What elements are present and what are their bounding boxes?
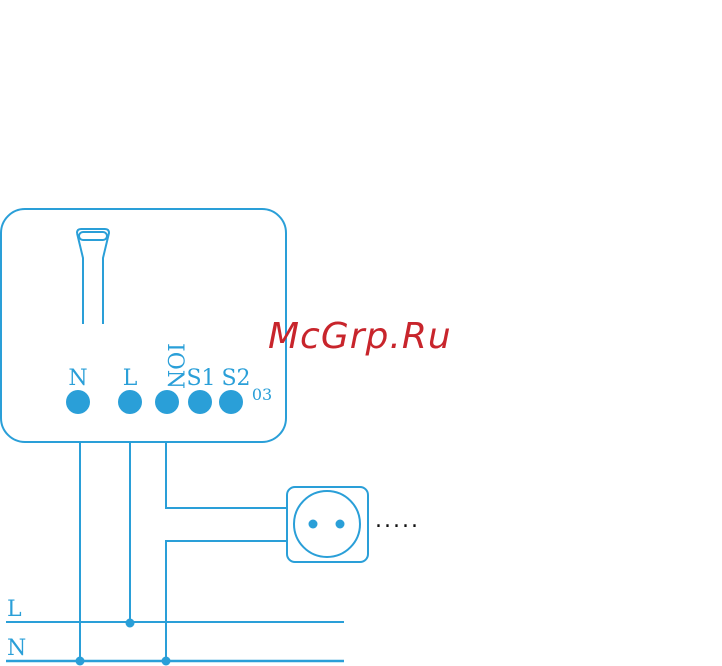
wires (80, 443, 287, 661)
terminal-label-n: N (68, 366, 87, 391)
terminal-ion (155, 390, 179, 414)
antenna-icon (77, 229, 109, 324)
junction-l (126, 619, 135, 628)
load-continuation-dots: ..... (375, 508, 420, 533)
junction-n-2 (162, 657, 171, 666)
watermark-text: McGrp.Ru (268, 316, 452, 357)
wire-ion-to-socket (166, 443, 287, 508)
terminal-l (118, 390, 142, 414)
junction-n-1 (76, 657, 85, 666)
terminal-label-ion: ION (162, 343, 187, 389)
terminal-dots (66, 390, 243, 414)
model-code-label: 03 (252, 385, 272, 404)
socket-icon (287, 487, 368, 562)
bus-label-l: L (7, 597, 22, 622)
terminal-s1 (188, 390, 212, 414)
junction-dots (76, 619, 171, 666)
relay-module-body (1, 209, 286, 442)
terminal-label-l: L (123, 366, 138, 391)
terminal-label-s1: S1 (186, 366, 215, 391)
wire-socket-to-neutral (166, 541, 287, 661)
terminal-label-s2: S2 (221, 366, 250, 391)
terminal-n (66, 390, 90, 414)
bus-label-n: N (7, 636, 26, 661)
terminal-s2 (219, 390, 243, 414)
